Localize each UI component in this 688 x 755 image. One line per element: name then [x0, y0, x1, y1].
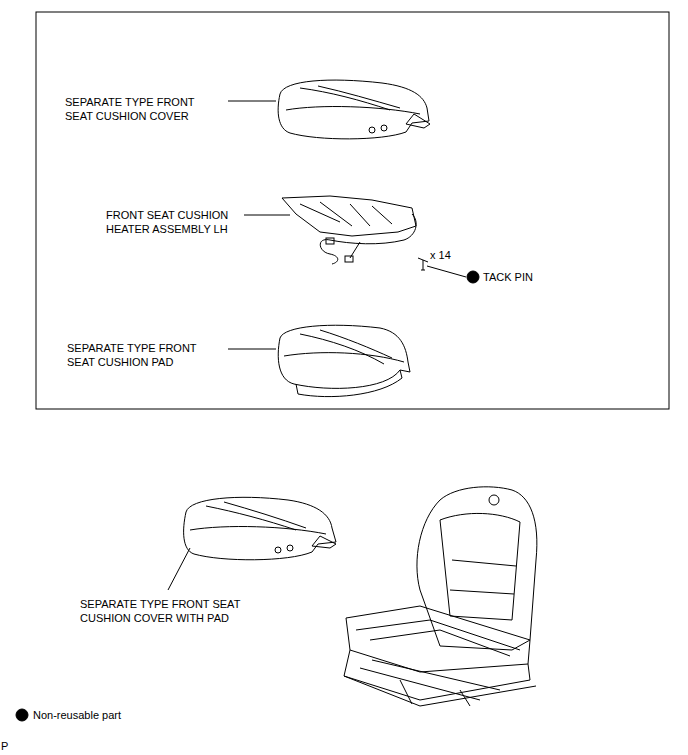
part-name: TACK PIN: [483, 270, 573, 284]
legend-text: Non-reusable part: [33, 708, 233, 722]
seat-assembly: [344, 487, 537, 706]
legend-symbol: [16, 709, 28, 721]
quantity-label: x 14: [430, 248, 470, 262]
part-name: SEPARATE TYPE FRONT SEAT CUSHION COVER: [65, 95, 215, 123]
page-code: P: [1, 739, 21, 753]
group-frame: [36, 12, 669, 409]
cushion-cover-with-pad: [184, 497, 336, 559]
cushion-pad: [278, 325, 410, 396]
part-name: SEPARATE TYPE FRONT SEAT CUSHION COVER W…: [80, 597, 270, 625]
cushion-cover: [278, 80, 430, 139]
part-name: FRONT SEAT CUSHION HEATER ASSEMBLY LH: [106, 208, 256, 236]
part-name: SEPARATE TYPE FRONT SEAT CUSHION PAD: [67, 341, 217, 369]
seat-heater: [282, 196, 428, 270]
